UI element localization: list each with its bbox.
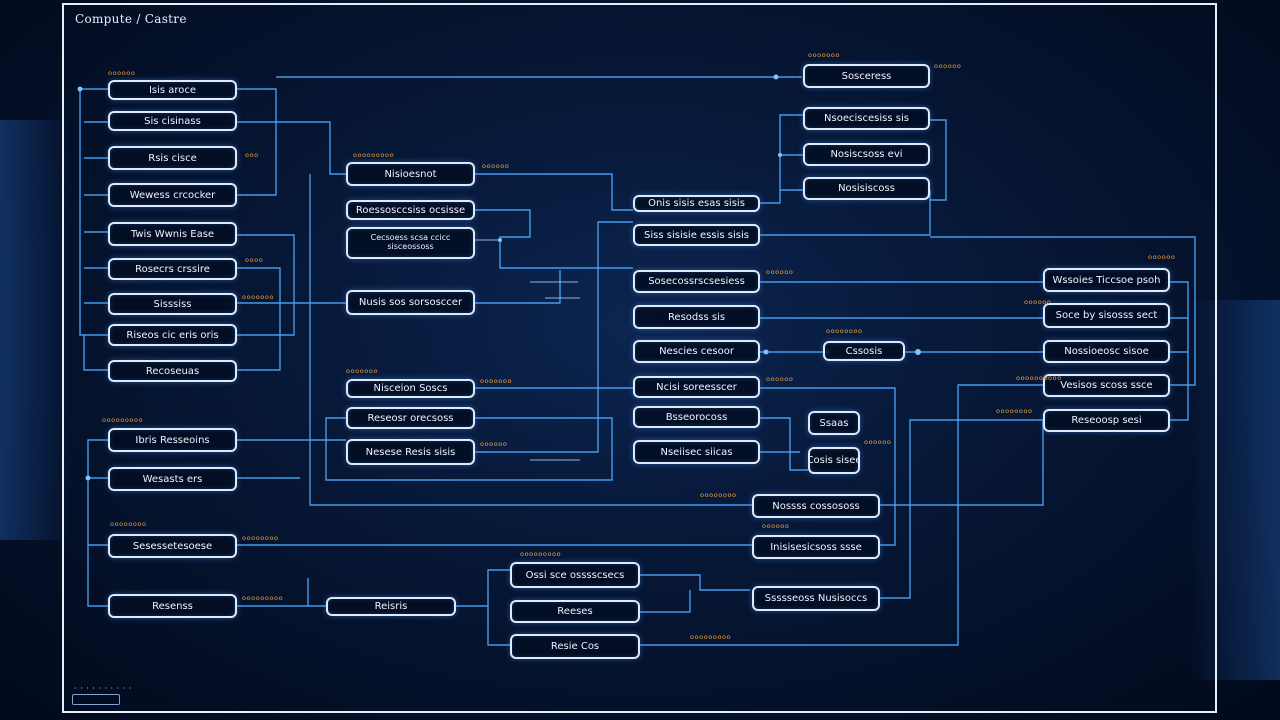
node-left-4[interactable]: Wewess crcocker [108, 183, 237, 207]
tag-top-1: ooooooo [808, 51, 841, 59]
node-left-2[interactable]: Sis cisinass [108, 111, 237, 131]
node-left-12[interactable]: Sesessetesoese [108, 534, 237, 558]
tag-top-2: oooooo [934, 62, 962, 70]
node-left-7[interactable]: Sisssiss [108, 293, 237, 315]
tag-left-1: oooooo [108, 69, 136, 77]
tag-middle-3: oooooooo [826, 327, 863, 335]
node-center-4[interactable]: Nusis sos sorsosccer [346, 290, 475, 315]
tag-left-7: oooooooo [242, 534, 279, 542]
diagram-title: Compute / Castre [75, 12, 187, 26]
node-switch-1[interactable]: Cssosis [823, 341, 905, 361]
tag-center-5: oooooo [480, 440, 508, 448]
node-switch-3[interactable]: Cosis sisee [808, 447, 860, 474]
node-top-1[interactable]: Sosceress [803, 64, 930, 88]
node-center-1[interactable]: Nisioesnot [346, 162, 475, 186]
node-top-2[interactable]: Nsoeciscesiss sis [803, 107, 930, 130]
node-middle-5[interactable]: Nescies cesoor [633, 340, 760, 363]
tag-center-2: oooooo [482, 162, 510, 170]
node-right-4[interactable]: Vesisos scoss ssce [1043, 374, 1170, 397]
node-right-2[interactable]: Soce by sisosss sect [1043, 303, 1170, 328]
node-left-1[interactable]: Isis aroce [108, 80, 237, 100]
node-bottom-3[interactable]: Resie Cos [510, 634, 640, 659]
node-left-9[interactable]: Recoseuas [108, 360, 237, 382]
node-left-10[interactable]: Ibris Resseoins [108, 428, 237, 452]
node-middle-1[interactable]: Onis sisis esas sisis [633, 195, 760, 212]
footer-caption: · · · · · · · · · · [74, 684, 132, 693]
node-middle-3[interactable]: Sosecossrscsesiess [633, 270, 760, 293]
node-right-1[interactable]: Wssoies Ticcsoe psoh [1043, 268, 1170, 292]
tag-center-3: ooooooo [346, 367, 379, 375]
right-glow [1190, 300, 1280, 680]
tag-right-4: oooooooo [996, 407, 1033, 415]
node-right-5[interactable]: Reseoosp sesi [1043, 409, 1170, 432]
node-left-3[interactable]: Rsis cisce [108, 146, 237, 170]
node-left-8[interactable]: Riseos cic eris oris [108, 324, 237, 346]
tag-left-3: oooo [245, 256, 264, 264]
tag-left-5: ooooooooo [102, 416, 144, 424]
node-center-8[interactable]: Reisris [326, 597, 456, 616]
node-right-3[interactable]: Nossioeosc sisoe [1043, 340, 1170, 363]
node-center-7[interactable]: Nesese Resis sisis [346, 439, 475, 465]
tag-left-8: ooooooooo [242, 594, 284, 602]
node-middle-8[interactable]: Nseiisec siicas [633, 440, 760, 464]
node-middle-2[interactable]: Siss sisisie essis sisis [633, 224, 760, 246]
diagram-frame [62, 3, 1217, 713]
tag-left-2: ooo [245, 151, 259, 159]
tag-middle-7: ooooooooo [690, 633, 732, 641]
node-top-3[interactable]: Nosiscsoss evi [803, 143, 930, 166]
node-middle-7[interactable]: Bsseorocoss [633, 406, 760, 428]
node-bottom-2[interactable]: Reeses [510, 600, 640, 623]
node-middle-4[interactable]: Resodss sis [633, 305, 760, 329]
node-center-5[interactable]: Nisceion Soscs [346, 379, 475, 398]
tag-right-3: oooooooooo [1016, 374, 1062, 382]
node-bottom-right-1[interactable]: Nossss cossososs [752, 494, 880, 518]
tag-middle-6: ooooooooo [520, 550, 562, 558]
node-left-11[interactable]: Wesasts ers [108, 467, 237, 491]
left-glow [0, 120, 70, 540]
footer-logo-box [72, 694, 120, 705]
node-left-13[interactable]: Resenss [108, 594, 237, 618]
node-bottom-right-2[interactable]: Inisisesicsoss ssse [752, 535, 880, 559]
node-center-2[interactable]: Roessosccsiss ocsisse [346, 200, 475, 220]
node-top-4[interactable]: Nosisiscoss [803, 177, 930, 200]
node-left-5[interactable]: Twis Wwnis Ease [108, 222, 237, 246]
node-middle-6[interactable]: Ncisi soreesscer [633, 376, 760, 398]
tag-right-2: oooooo [1024, 298, 1052, 306]
tag-middle-1: oooooo [766, 268, 794, 276]
tag-left-4: ooooooo [242, 293, 275, 301]
tag-switch-1: oooooo [864, 438, 892, 446]
tag-right-1: oooooo [1148, 253, 1176, 261]
node-switch-2[interactable]: Ssaas [808, 411, 860, 435]
node-center-6[interactable]: Reseosr orecsoss [346, 407, 475, 429]
node-bottom-1[interactable]: Ossi sce osssscsecs [510, 562, 640, 588]
tag-left-6: oooooooo [110, 520, 147, 528]
node-left-6[interactable]: Rosecrs crssire [108, 258, 237, 280]
node-center-3[interactable]: Cecsoess scsa ccicc sisceossoss [346, 227, 475, 259]
tag-middle-5: oooooo [762, 522, 790, 530]
tag-center-1: ooooooooo [353, 151, 395, 159]
tag-middle-4: oooooooo [700, 491, 737, 499]
tag-center-4: ooooooo [480, 377, 513, 385]
node-bottom-right-3[interactable]: Ssssseoss Nusisoccs [752, 586, 880, 611]
tag-middle-2: oooooo [766, 375, 794, 383]
